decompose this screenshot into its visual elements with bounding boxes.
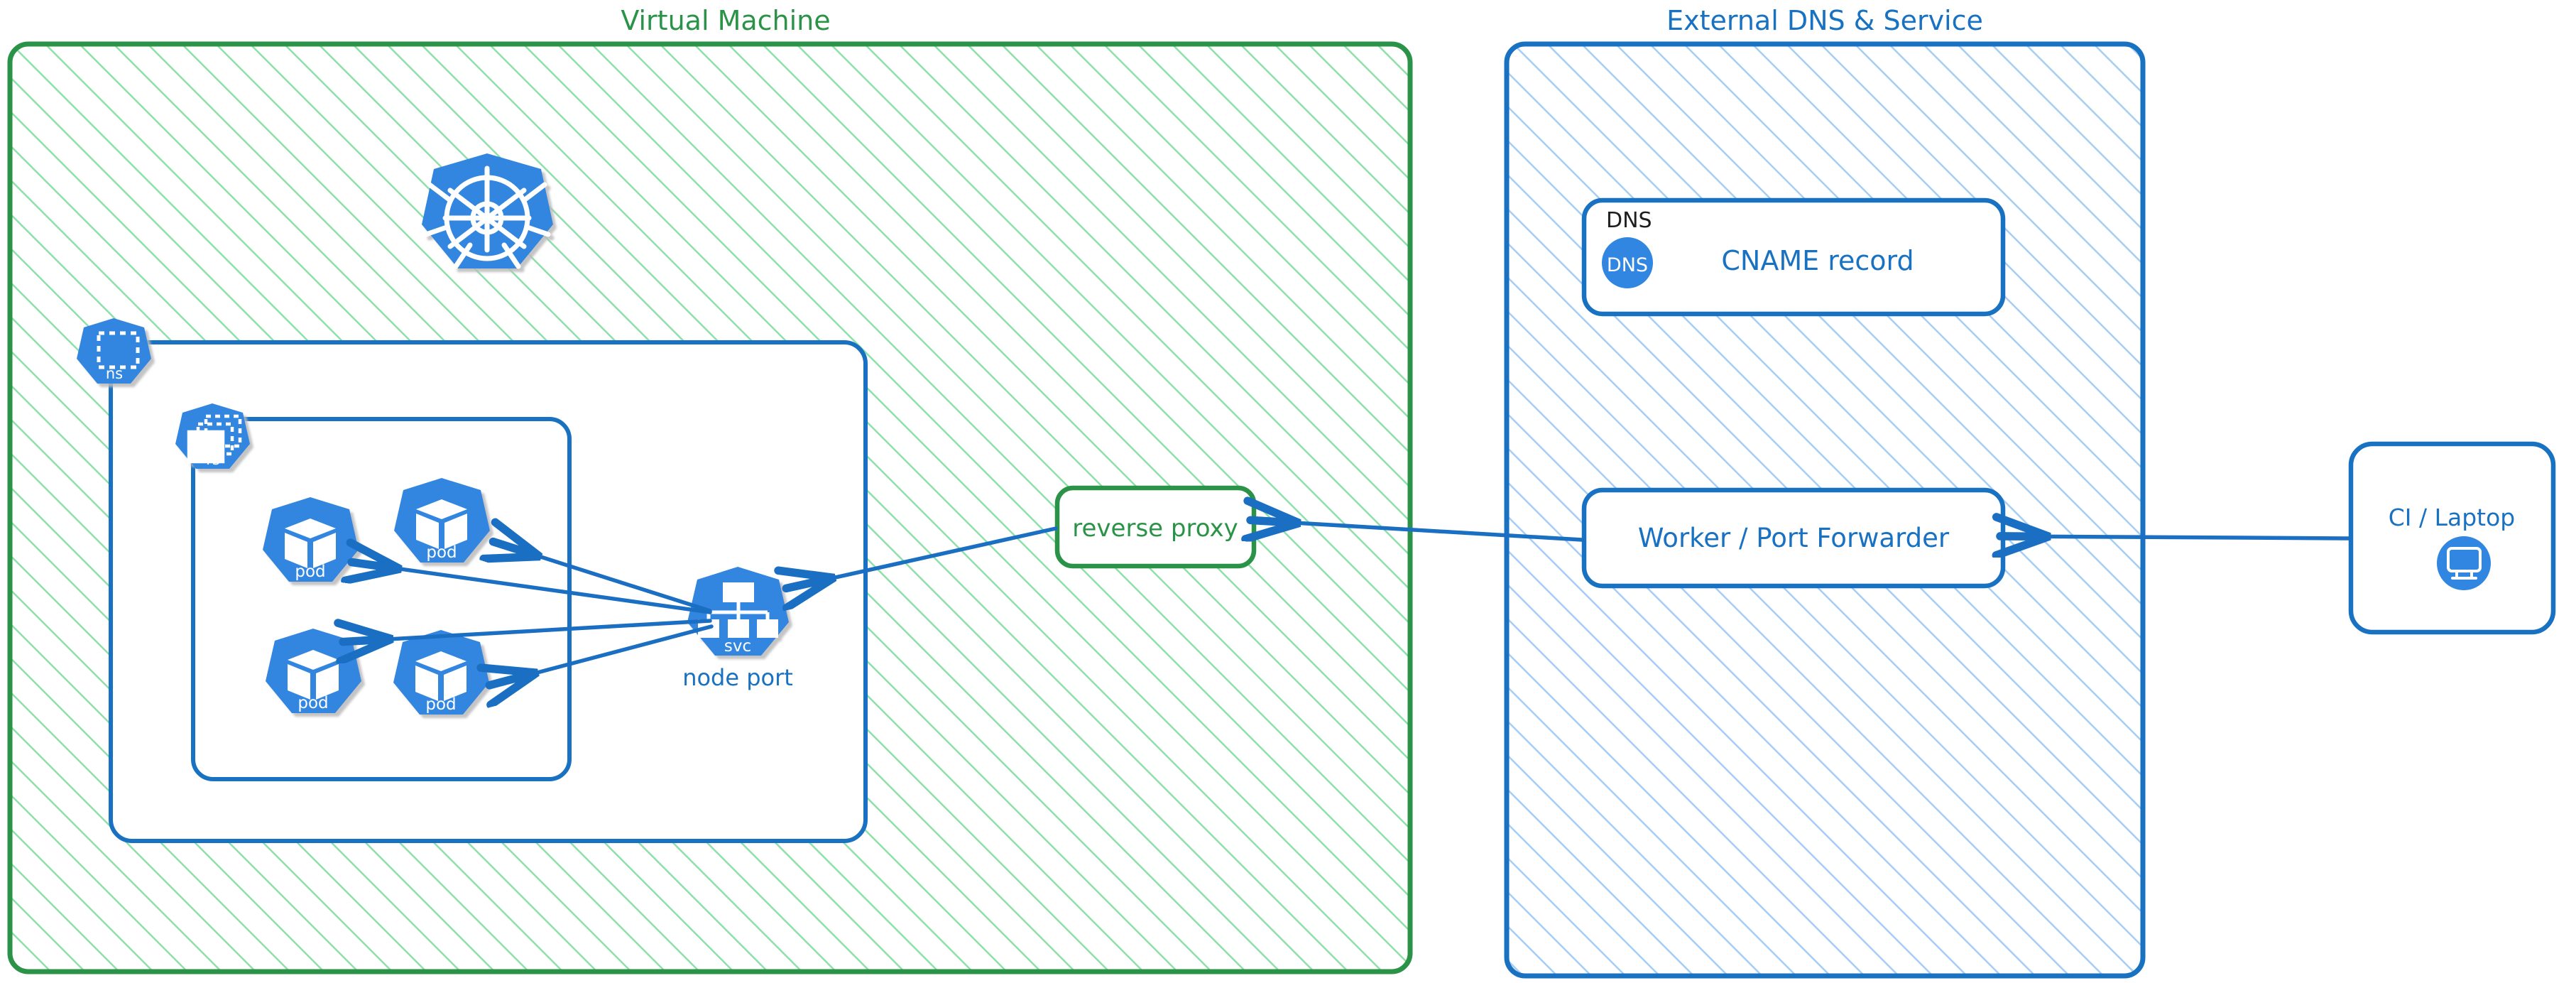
desktop-monitor-icon — [2437, 536, 2491, 590]
reverse-proxy-label: reverse proxy — [1072, 514, 1238, 543]
pod-label: pod — [425, 695, 456, 714]
worker-card-label: Worker / Port Forwarder — [1638, 523, 1950, 553]
dns-card-shape[interactable] — [1581, 197, 2006, 317]
arrow-reverse-proxy-to-svc — [794, 526, 1058, 587]
rs-badge-label: rs — [206, 451, 220, 468]
dns-card-heading: DNS — [1606, 208, 1652, 233]
ns-badge-label: ns — [106, 365, 123, 382]
arrow-ci-laptop-to-worker — [2008, 536, 2351, 538]
edge-svc-to-pods — [351, 544, 714, 683]
pod-bottom-left: pod — [266, 629, 361, 713]
arrow-svc-pod-top-right — [501, 544, 712, 613]
k8s-service-icon: svc — [687, 567, 789, 656]
pod-top-right: pod — [394, 478, 490, 563]
pod-cube-glyph — [415, 651, 466, 701]
dns-circle-icon: DNS — [1602, 237, 1653, 288]
pod-cube-glyph — [285, 518, 336, 568]
svc-label: svc — [724, 637, 751, 656]
kubernetes-logo-icon — [422, 153, 553, 269]
replicaset-boundary-box — [191, 417, 572, 781]
k8s-namespace-icon: ns — [77, 318, 151, 384]
arrow-svc-pod-bottom-right — [497, 624, 714, 683]
pod-cube-glyph — [416, 499, 467, 549]
ci-laptop-shape[interactable] — [2348, 441, 2556, 635]
svc-tree-glyph — [698, 582, 778, 638]
ci-laptop-card[interactable]: CI / Laptop — [2348, 441, 2556, 635]
ci-laptop-label: CI / Laptop — [2389, 504, 2516, 531]
pod-top-left: pod — [263, 497, 359, 582]
arrow-svc-pod-top-left — [359, 563, 712, 614]
pod-bottom-right: pod — [393, 630, 489, 715]
pod-cube-glyph — [288, 650, 339, 700]
ext-panel-title: External DNS & Service — [1666, 5, 1983, 36]
dns-card[interactable]: DNS DNS CNAME record — [1581, 197, 2006, 317]
arrow-worker-to-reverse-proxy — [1258, 521, 1584, 540]
arrow-svc-pod-bottom-left — [351, 619, 712, 641]
dns-badge-text: DNS — [1607, 254, 1648, 276]
pod-label: pod — [295, 563, 325, 581]
cname-record-label: CNAME record — [1721, 245, 1914, 276]
pod-label: pod — [298, 694, 328, 712]
k8s-replicaset-icon: rs — [175, 403, 250, 469]
vm-panel-title: Virtual Machine — [621, 5, 830, 36]
reverse-proxy-box[interactable]: reverse proxy — [1054, 485, 1257, 569]
worker-port-forwarder-card[interactable]: Worker / Port Forwarder — [1581, 487, 2006, 589]
pod-label: pod — [426, 543, 457, 562]
node-port-caption: node port — [682, 664, 793, 691]
